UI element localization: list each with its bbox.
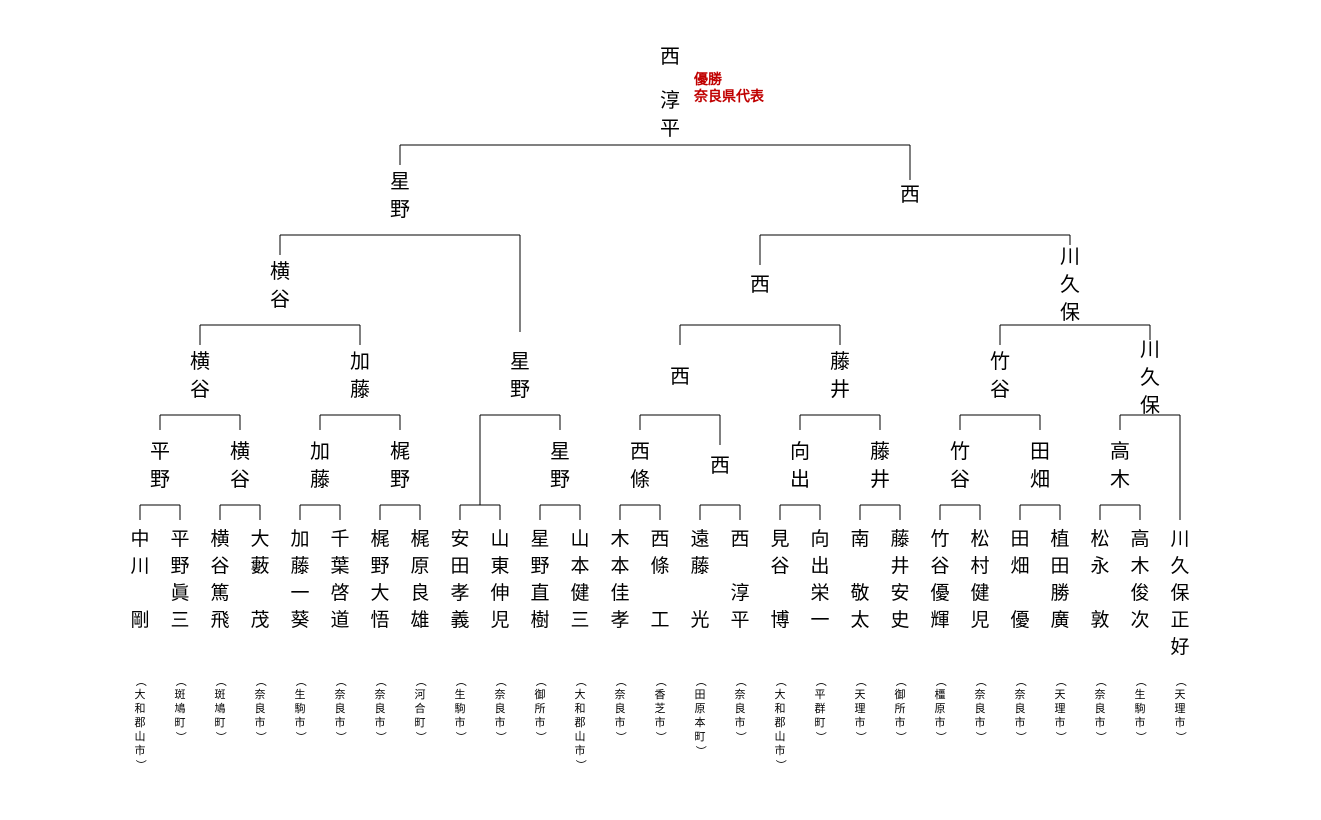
semifinal-label: 西 bbox=[750, 272, 770, 296]
player-town: （奈良市） bbox=[494, 675, 507, 743]
player-town: （香芝市） bbox=[654, 675, 667, 743]
quarterfinal-label: 西 bbox=[670, 364, 690, 388]
player-name: 高木俊次 bbox=[1130, 528, 1150, 631]
player-town: （大和郡山市） bbox=[774, 675, 787, 771]
round16-label: 梶野 bbox=[390, 439, 410, 491]
player-name: 松永 敦 bbox=[1090, 528, 1110, 631]
player-town: （斑鳩町） bbox=[174, 675, 187, 743]
player-name: 平野眞三 bbox=[170, 528, 190, 631]
round16-label: 西條 bbox=[630, 439, 650, 491]
player-town: （天理市） bbox=[1174, 675, 1187, 743]
round16-label: 西 bbox=[710, 453, 730, 477]
player-name: 南 敬太 bbox=[850, 528, 870, 631]
round16-label: 向出 bbox=[790, 439, 810, 491]
player-town: （平群町） bbox=[814, 675, 827, 743]
winner-name: 淳平 bbox=[660, 88, 680, 140]
player-name: 向出栄一 bbox=[810, 528, 830, 631]
round16-label: 田畑 bbox=[1030, 439, 1050, 491]
player-name: 山本健三 bbox=[570, 528, 590, 631]
player-name: 千葉啓道 bbox=[330, 528, 350, 631]
final-label: 星野 bbox=[390, 169, 410, 221]
champion-note: 優勝 奈良県代表 bbox=[694, 72, 764, 106]
quarterfinal-label: 竹谷 bbox=[990, 349, 1010, 401]
player-town: （奈良市） bbox=[1014, 675, 1027, 743]
player-name: 大藪 茂 bbox=[250, 528, 270, 631]
winner-name-top: 西 bbox=[660, 44, 680, 68]
player-name: 西 淳平 bbox=[730, 528, 750, 631]
player-name: 木本佳孝 bbox=[610, 528, 630, 631]
player-name: 川久保正好 bbox=[1170, 528, 1190, 658]
player-town: （御所市） bbox=[534, 675, 547, 743]
player-town: （橿原市） bbox=[934, 675, 947, 743]
player-town: （天理市） bbox=[1054, 675, 1067, 743]
player-town: （奈良市） bbox=[734, 675, 747, 743]
player-name: 中川 剛 bbox=[130, 528, 150, 631]
semifinal-label: 横谷 bbox=[270, 259, 290, 311]
player-name: 横谷篤飛 bbox=[210, 528, 230, 631]
player-town: （奈良市） bbox=[1094, 675, 1107, 743]
player-name: 星野直樹 bbox=[530, 528, 550, 631]
player-name: 西條 工 bbox=[650, 528, 670, 631]
player-town: （大和郡山市） bbox=[574, 675, 587, 771]
quarterfinal-label: 加藤 bbox=[350, 349, 370, 401]
semifinal-label: 川久保 bbox=[1060, 244, 1080, 324]
player-name: 藤井安史 bbox=[890, 528, 910, 631]
player-town: （河合町） bbox=[414, 675, 427, 743]
player-town: （生駒市） bbox=[454, 675, 467, 743]
player-town: （田原本町） bbox=[694, 675, 707, 757]
player-name: 松村健児 bbox=[970, 528, 990, 631]
final-label: 西 bbox=[900, 182, 920, 206]
player-name: 山東伸児 bbox=[490, 528, 510, 631]
round16-label: 平野 bbox=[150, 439, 170, 491]
player-name: 遠藤 光 bbox=[690, 528, 710, 631]
player-town: （奈良市） bbox=[614, 675, 627, 743]
player-name: 竹谷優輝 bbox=[930, 528, 950, 631]
champion-representative: 奈良県代表 bbox=[694, 89, 764, 105]
player-name: 梶原良雄 bbox=[410, 528, 430, 631]
player-town: （奈良市） bbox=[334, 675, 347, 743]
player-town: （大和郡山市） bbox=[134, 675, 147, 771]
player-town: （生駒市） bbox=[1134, 675, 1147, 743]
round16-label: 横谷 bbox=[230, 439, 250, 491]
player-town: （奈良市） bbox=[254, 675, 267, 743]
round16-label: 加藤 bbox=[310, 439, 330, 491]
quarterfinal-label: 川久保 bbox=[1140, 337, 1160, 417]
player-town: （生駒市） bbox=[294, 675, 307, 743]
round16-label: 高木 bbox=[1110, 439, 1130, 491]
champion-title: 優勝 bbox=[694, 72, 722, 88]
quarterfinal-label: 横谷 bbox=[190, 349, 210, 401]
semifinal-label: 星野 bbox=[510, 349, 530, 401]
player-town: （御所市） bbox=[894, 675, 907, 743]
quarterfinal-label: 藤井 bbox=[830, 349, 850, 401]
player-name: 植田勝廣 bbox=[1050, 528, 1070, 631]
player-town: （奈良市） bbox=[374, 675, 387, 743]
player-name: 加藤一葵 bbox=[290, 528, 310, 631]
player-town: （奈良市） bbox=[974, 675, 987, 743]
round16-label: 竹谷 bbox=[950, 439, 970, 491]
player-name: 梶野大悟 bbox=[370, 528, 390, 631]
round16-label: 藤井 bbox=[870, 439, 890, 491]
player-town: （斑鳩町） bbox=[214, 675, 227, 743]
round16-label: 星野 bbox=[550, 439, 570, 491]
player-name: 田畑 優 bbox=[1010, 528, 1030, 631]
player-name: 安田孝義 bbox=[450, 528, 470, 631]
player-town: （天理市） bbox=[854, 675, 867, 743]
player-name: 見谷 博 bbox=[770, 528, 790, 631]
